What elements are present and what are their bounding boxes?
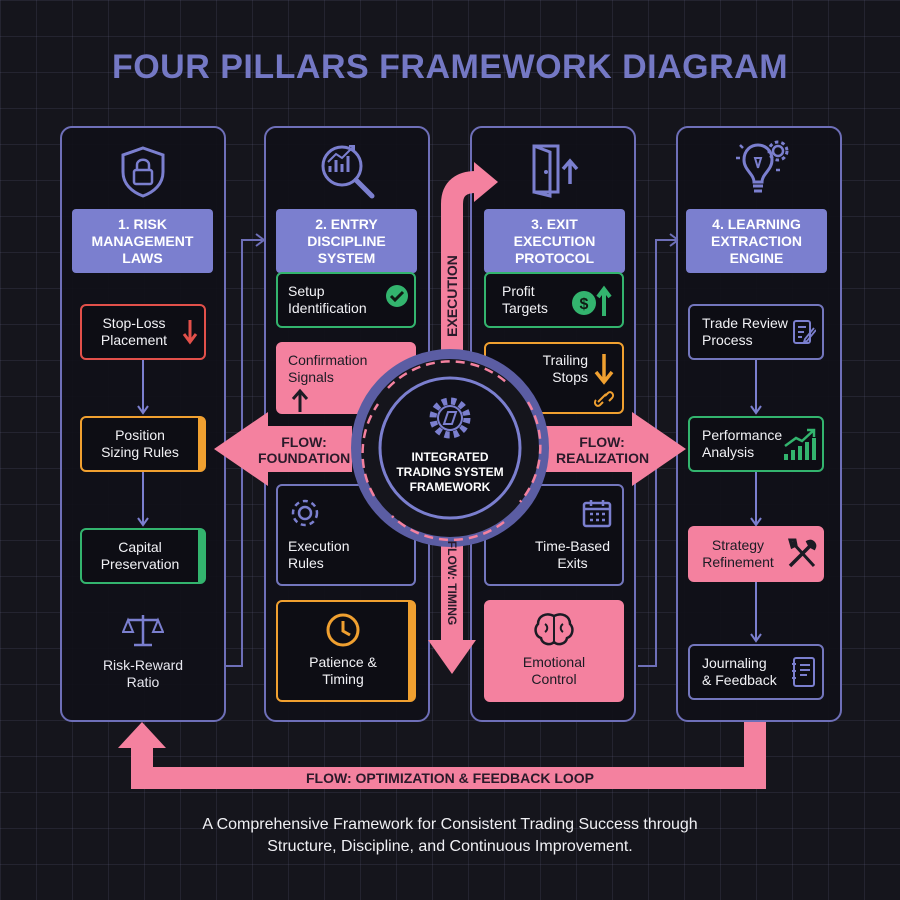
journaling-feedback-box: Journaling & Feedback <box>688 644 824 700</box>
arrow-connector <box>750 472 762 527</box>
flow-foundation-label: FLOW: FOUNDATION <box>258 434 351 466</box>
flow-realization-label: FLOW: REALIZATION <box>556 434 650 466</box>
flow-loop-label: FLOW: OPTIMIZATION & FEEDBACK LOOP <box>305 770 595 786</box>
arrow-connector <box>137 472 149 527</box>
svg-text:$: $ <box>580 296 589 313</box>
diagram-title: FOUR PILLARS FRAMEWORK DIAGRAM <box>111 48 789 86</box>
pillar-3-header: 3. EXIT EXECUTION PROTOCOL <box>484 209 625 273</box>
hub-label: INTEGRATED TRADING SYSTEM FRAMEWORK <box>396 450 504 494</box>
arrow-connector <box>750 360 762 415</box>
risk-reward-ratio-label: Risk-Reward Ratio <box>102 657 184 690</box>
notebook-icon <box>792 657 815 687</box>
arrow-down-icon <box>182 320 198 345</box>
gear-icon <box>291 499 319 527</box>
emotional-control-box: Emotional Control <box>484 600 624 702</box>
flow-realization-arrow <box>546 412 686 486</box>
trade-review-box: Trade Review Process <box>688 304 824 360</box>
diagram-caption: A Comprehensive Framework for Consistent… <box>202 816 698 855</box>
flow-execution-label: EXECUTION <box>444 255 460 337</box>
stop-loss-placement-box: Stop-Loss Placement <box>80 304 206 360</box>
arrow-down-link-icon <box>593 354 615 407</box>
shield-lock-icon <box>121 146 165 198</box>
brain-icon <box>534 613 574 646</box>
calendar-icon <box>582 500 612 528</box>
position-sizing-box: Position Sizing Rules <box>80 416 206 472</box>
time-based-exits-box: Time-Based Exits <box>484 484 624 586</box>
dollar-up-icon: $ <box>572 285 612 316</box>
strategy-refinement-box: Strategy Refinement <box>688 526 824 582</box>
performance-analysis-box: Performance Analysis <box>688 416 824 472</box>
scales-icon <box>122 615 164 647</box>
arrow-connector <box>137 360 149 415</box>
timing-arrow <box>441 520 463 648</box>
check-circle-icon <box>386 285 408 307</box>
feedback-loop-arrow <box>131 722 766 789</box>
arrow-up-icon <box>291 388 309 412</box>
flow-timing-label: FLOW: TIMING <box>445 540 459 626</box>
pillar-1-header: 1. RISK MANAGEMENT LAWS <box>72 209 213 273</box>
bar-chart-up-icon <box>784 428 816 460</box>
compass-gear-icon <box>429 397 471 439</box>
flow-foundation-arrow <box>214 412 352 486</box>
pillar-4-header: 4. LEARNING EXTRACTION ENGINE <box>686 209 827 273</box>
capital-preservation-box: Capital Preservation <box>80 528 206 584</box>
tools-icon <box>788 538 817 568</box>
chart-magnifier-icon <box>321 145 375 199</box>
door-exit-icon <box>532 144 579 198</box>
pillar-2-header: 2. ENTRY DISCIPLINE SYSTEM <box>276 209 417 273</box>
arrow-connector <box>750 582 762 643</box>
profit-targets-box: Profit Targets <box>484 272 624 328</box>
clock-icon <box>326 613 360 647</box>
document-edit-icon <box>793 320 816 344</box>
execution-arrow <box>441 171 477 384</box>
lightbulb-gear-icon <box>736 140 789 193</box>
patience-timing-box: Patience & Timing <box>276 600 416 702</box>
